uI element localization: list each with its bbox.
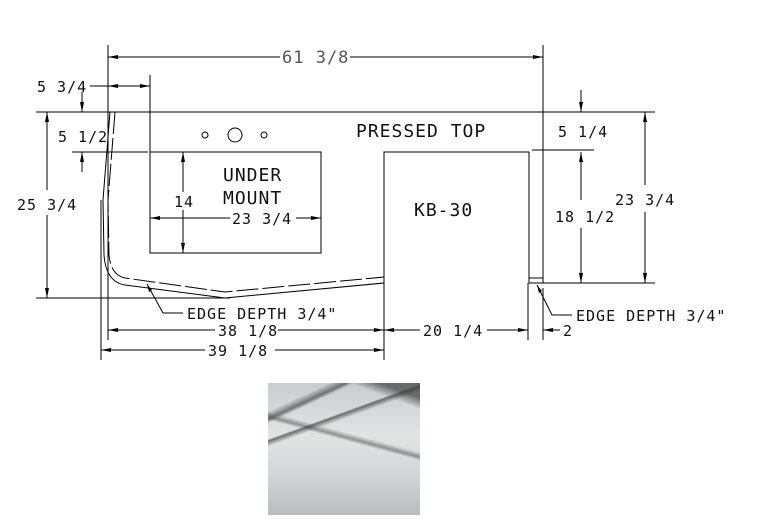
dim-cutout-width: 20 1/4 — [423, 322, 483, 340]
dim-sink-offset-left: 5 3/4 — [37, 78, 87, 96]
pressed-top-label: PRESSED TOP — [356, 121, 486, 142]
dim-left-depth: 25 3/4 — [17, 196, 77, 214]
dim-sink-depth: 14 — [174, 193, 194, 211]
faucet-hole-icon — [260, 131, 268, 139]
dim-right-top-offset: 5 1/4 — [558, 123, 608, 141]
edge-return — [528, 277, 544, 284]
dim-width-to-cutout-outer: 39 1/8 — [208, 342, 268, 360]
edge-depth-right-label: EDGE DEPTH 3/4" — [576, 307, 726, 325]
dim-right-depth: 23 3/4 — [615, 191, 675, 209]
cutout-outline — [383, 151, 530, 283]
marble-swatch — [268, 383, 420, 515]
edge-depth-left-label: EDGE DEPTH 3/4" — [187, 305, 337, 323]
sink-label-line1: UNDER — [223, 165, 282, 186]
faucet-hole-icon — [201, 131, 209, 139]
dim-overall-width: 61 3/8 — [282, 48, 349, 68]
dim-sink-width: 23 3/4 — [232, 210, 292, 228]
sink-outline — [149, 151, 322, 254]
dim-width-to-cutout: 38 1/8 — [218, 322, 278, 340]
edge-line — [107, 111, 385, 293]
faucet-hole-icon — [227, 127, 243, 143]
countertop-outline — [102, 111, 385, 299]
dim-sink-offset-top: 5 1/2 — [58, 128, 108, 146]
sink-label-line2: MOUNT — [223, 188, 282, 209]
dim-right-return: 2 — [563, 322, 573, 340]
dim-cutout-depth: 18 1/2 — [555, 208, 615, 226]
cutout-label: KB-30 — [414, 200, 473, 221]
leader-line — [146, 283, 183, 314]
leader-line — [536, 284, 572, 316]
